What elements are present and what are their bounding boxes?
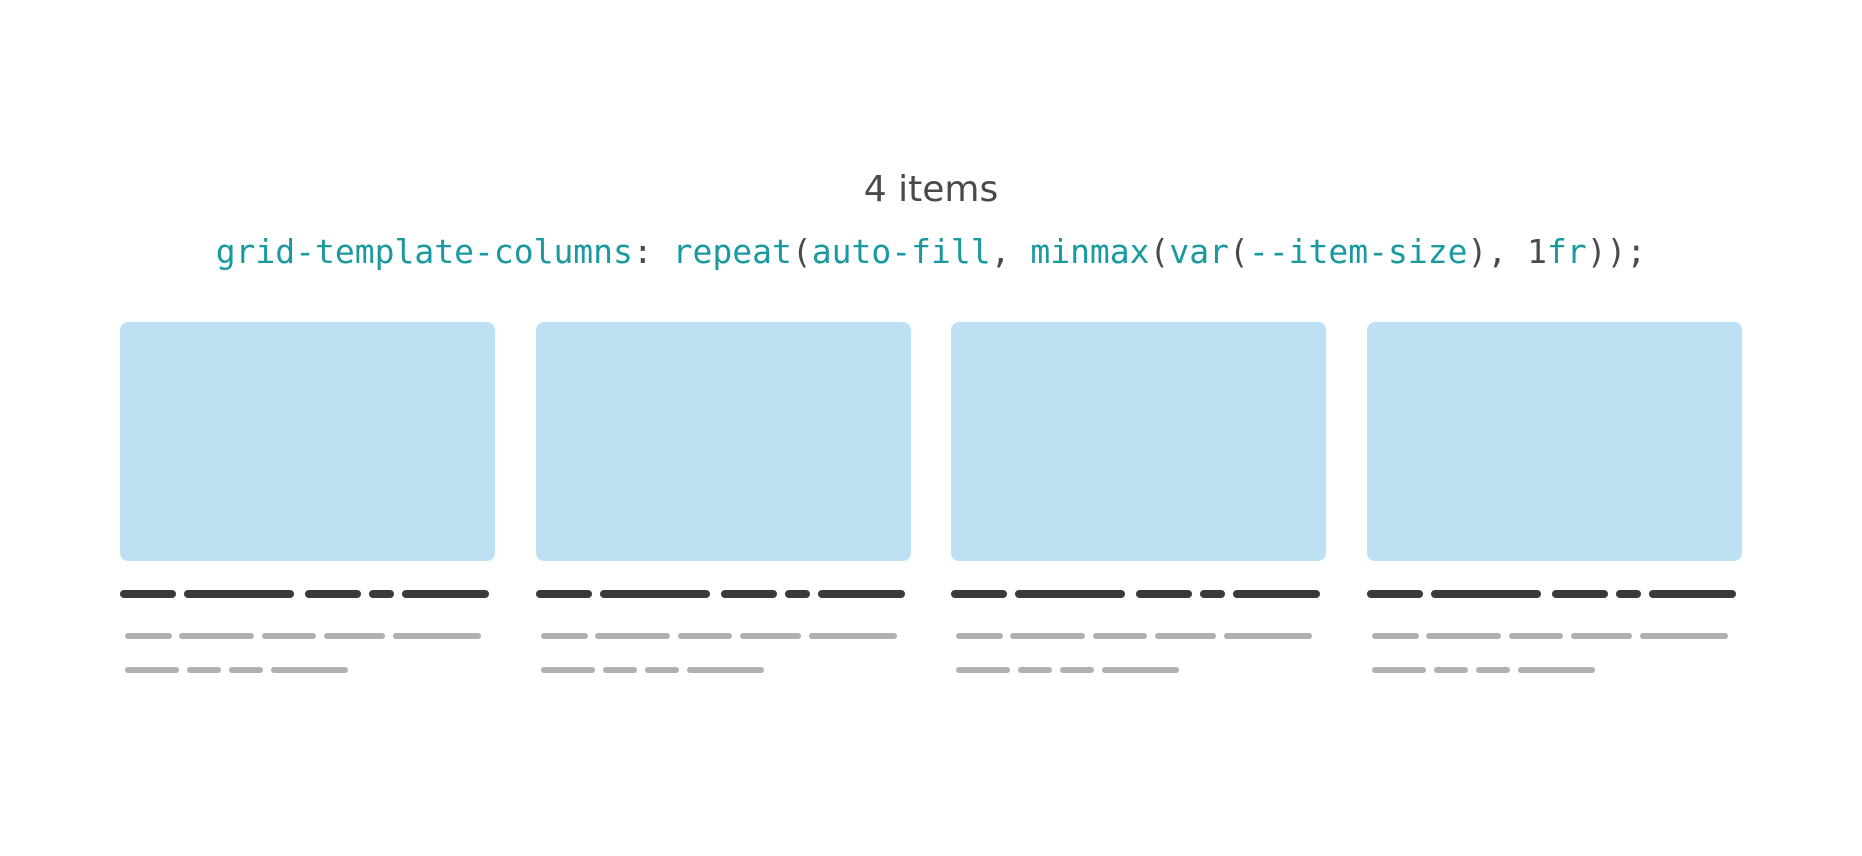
- text-placeholder-bar: [594, 633, 670, 639]
- text-placeholder-bar: [1570, 633, 1632, 639]
- text-placeholder-bar: [229, 667, 263, 673]
- text-placeholder-bar: [1155, 633, 1217, 639]
- card-heading-placeholder: [535, 590, 911, 598]
- heading-placeholder-bar: [120, 590, 176, 598]
- card-thumbnail: [535, 322, 911, 561]
- card-thumbnail: [1366, 322, 1742, 561]
- text-placeholder-bar: [271, 667, 348, 673]
- card-heading-placeholder: [1366, 590, 1742, 598]
- code-close-var: ),: [1467, 232, 1528, 271]
- code-paren: (: [791, 232, 812, 271]
- card-text-placeholder-line: [536, 633, 911, 639]
- heading-placeholder-bar: [1551, 590, 1608, 598]
- heading-placeholder-bar: [402, 590, 489, 598]
- text-placeholder-bar: [644, 667, 679, 673]
- heading-placeholder-bar: [599, 590, 710, 598]
- heading-placeholder-bar: [784, 590, 810, 598]
- text-placeholder-bar: [956, 667, 1011, 673]
- card-thumbnail: [951, 322, 1327, 561]
- heading-placeholder-bar: [369, 590, 394, 598]
- text-placeholder-bar: [1102, 667, 1180, 673]
- heading-placeholder-bar: [1233, 590, 1321, 598]
- code-property: grid-template-columns: [215, 232, 633, 271]
- heading-placeholder-bar: [720, 590, 777, 598]
- heading-placeholder-bar: [184, 590, 294, 598]
- text-placeholder-bar: [1425, 633, 1501, 639]
- heading-placeholder-bar: [535, 590, 592, 598]
- item-count-title: 4 items: [863, 169, 999, 210]
- code-custom-property: --item-size: [1248, 232, 1468, 271]
- heading-placeholder-bar: [1015, 590, 1126, 598]
- card-text-placeholder-line: [1367, 667, 1742, 673]
- text-placeholder-bar: [1093, 633, 1148, 639]
- grid-item-card: [951, 322, 1327, 673]
- text-placeholder-bar: [1508, 633, 1563, 639]
- heading-placeholder-bar: [1136, 590, 1193, 598]
- heading-placeholder-bar: [1430, 590, 1541, 598]
- text-placeholder-bar: [540, 667, 595, 673]
- text-placeholder-bar: [540, 633, 588, 639]
- text-placeholder-bar: [125, 633, 172, 639]
- heading-placeholder-bar: [305, 590, 361, 598]
- text-placeholder-bar: [1224, 633, 1313, 639]
- text-placeholder-bar: [1371, 633, 1419, 639]
- card-text-placeholder-line: [951, 667, 1326, 673]
- text-placeholder-bar: [602, 667, 637, 673]
- card-heading-placeholder: [951, 590, 1326, 598]
- item-grid: [120, 322, 1742, 673]
- text-placeholder-bar: [1433, 667, 1468, 673]
- text-placeholder-bar: [262, 633, 316, 639]
- text-placeholder-bar: [808, 633, 897, 639]
- text-placeholder-bar: [179, 633, 254, 639]
- card-text-placeholder-line: [951, 633, 1326, 639]
- code-number: 1: [1527, 232, 1547, 271]
- text-placeholder-bar: [1010, 633, 1086, 639]
- grid-item-card: [120, 322, 495, 673]
- card-text-placeholder-line: [120, 667, 495, 673]
- css-code-line: grid-template-columns: repeat(auto-fill,…: [0, 230, 1862, 274]
- text-placeholder-bar: [1639, 633, 1728, 639]
- code-keyword: auto-fill: [811, 232, 991, 271]
- code-fn-minmax: minmax: [1030, 232, 1150, 271]
- text-placeholder-bar: [739, 633, 801, 639]
- code-unit: fr: [1546, 232, 1587, 271]
- code-colon: :: [632, 232, 673, 271]
- text-placeholder-bar: [1060, 667, 1095, 673]
- text-placeholder-bar: [1475, 667, 1510, 673]
- heading-placeholder-bar: [1366, 590, 1423, 598]
- text-placeholder-bar: [1371, 667, 1426, 673]
- code-fn-var: var: [1169, 232, 1230, 271]
- text-placeholder-bar: [393, 633, 481, 639]
- card-heading-placeholder: [120, 590, 495, 598]
- text-placeholder-bar: [1018, 667, 1053, 673]
- heading-placeholder-bar: [1648, 590, 1736, 598]
- heading-placeholder-bar: [1200, 590, 1226, 598]
- grid-item-card: [535, 322, 911, 673]
- grid-item-card: [1366, 322, 1742, 673]
- code-paren: (: [1149, 232, 1170, 271]
- heading-placeholder-bar: [817, 590, 905, 598]
- text-placeholder-bar: [125, 667, 179, 673]
- card-thumbnail: [120, 322, 495, 561]
- text-placeholder-bar: [956, 633, 1004, 639]
- code-closing: ));: [1586, 232, 1647, 271]
- heading-placeholder-bar: [1615, 590, 1641, 598]
- text-placeholder-bar: [677, 633, 732, 639]
- card-text-placeholder-line: [1367, 633, 1742, 639]
- code-paren: (: [1229, 232, 1249, 271]
- text-placeholder-bar: [187, 667, 221, 673]
- text-placeholder-bar: [324, 633, 385, 639]
- card-text-placeholder-line: [536, 667, 911, 673]
- heading-placeholder-bar: [951, 590, 1008, 598]
- code-comma: ,: [990, 232, 1031, 271]
- text-placeholder-bar: [1517, 667, 1595, 673]
- text-placeholder-bar: [686, 667, 764, 673]
- code-fn-repeat: repeat: [672, 232, 792, 271]
- card-text-placeholder-line: [120, 633, 495, 639]
